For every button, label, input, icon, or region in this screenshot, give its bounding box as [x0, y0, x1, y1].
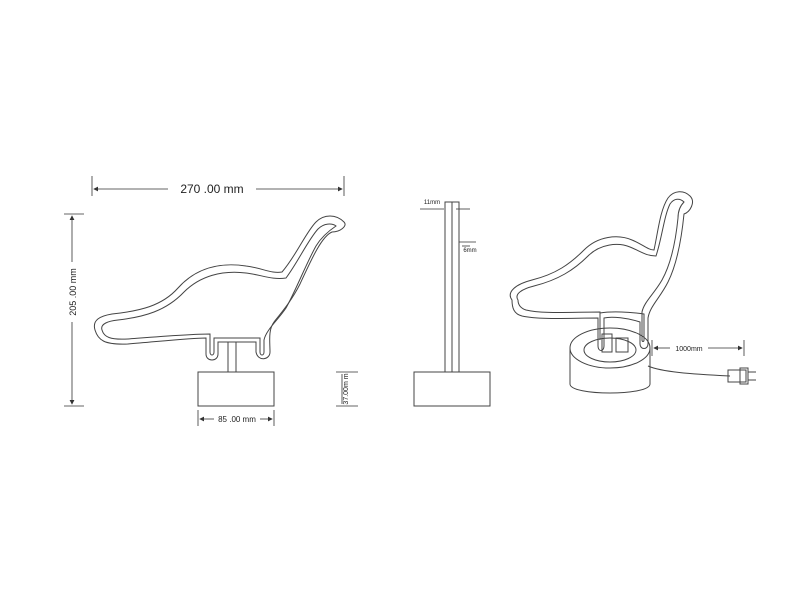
power-cable — [647, 365, 731, 377]
power-plug — [727, 367, 756, 385]
side-view: 11mm 6mm — [413, 200, 491, 407]
base-width-label: 85 .00 mm — [218, 415, 256, 424]
front-view: 270 .00 mm 205 .00 mm 85 .00 mm — [64, 176, 358, 426]
perspective-view: 1000mm — [509, 191, 756, 394]
perspective-neon-inner — [516, 198, 685, 342]
tube-dimension: 6mm — [459, 241, 477, 254]
height-dimension: 205 .00 mm — [64, 213, 84, 407]
width-dimension: 270 .00 mm — [91, 176, 345, 196]
base-height-dimension: 37.00m m — [336, 371, 358, 407]
side-base — [413, 371, 491, 407]
support-post — [227, 342, 237, 372]
height-label: 205 .00 mm — [68, 268, 78, 316]
cable-dimension: 1000mm — [651, 340, 745, 356]
perspective-base — [569, 327, 651, 394]
perspective-neon-outer — [509, 191, 693, 351]
base-height-label: 37.00m m — [343, 373, 350, 404]
base-width-dimension: 85 .00 mm — [197, 410, 275, 426]
width-label: 270 .00 mm — [180, 182, 243, 196]
dinosaur-neon-outer — [93, 215, 346, 361]
tube-label: 6mm — [463, 248, 476, 254]
top-thickness-label: 11mm — [424, 200, 440, 206]
cable-label: 1000mm — [675, 346, 702, 353]
dinosaur-neon-inner — [101, 223, 337, 356]
front-base — [197, 371, 275, 407]
top-thickness-dimension: 11mm — [420, 200, 470, 210]
